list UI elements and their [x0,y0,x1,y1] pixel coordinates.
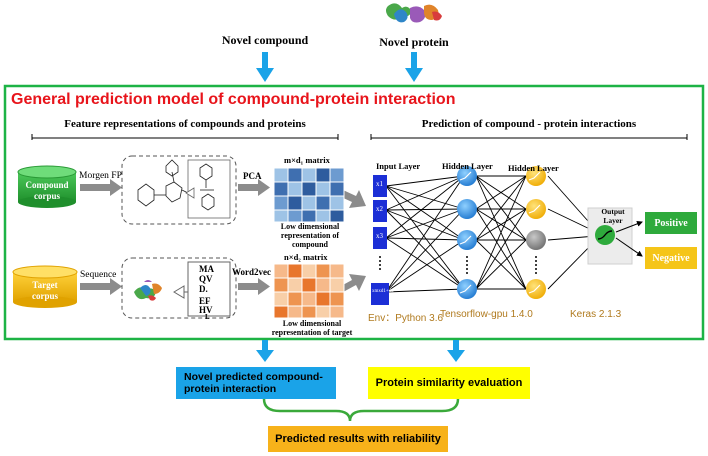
sequence-letter: MA [199,264,214,274]
novel-predicted-text: Novel predicted compound- protein intera… [184,371,323,395]
protein-structure-image [386,3,442,23]
sequence-protein-sketch [134,261,231,317]
hidden-layer-1-nodes [457,166,477,299]
protein-similarity-box [368,367,530,399]
brace [262,398,460,422]
matrix-m-label: m×d₁ matrix [284,155,330,165]
input-layer-label: Input Layer [376,161,421,171]
low-dim-target-label: Low dimensional representation of target [271,319,353,337]
positive-label: Positive [645,212,697,234]
target-corpus-cylinder [12,265,78,308]
novel-compound-label: Novel compound [221,33,309,47]
main-title: General prediction model of compound-pro… [11,91,456,108]
env-label: Env：Python 3.6 [368,313,444,324]
network-connections [385,175,597,293]
compound-matrix [273,167,345,223]
right-panel-title: Prediction of compound - protein interac… [421,118,637,130]
protein-similarity-text: Protein similarity evaluation [375,377,523,389]
compound-corpus-label: Compound corpus [25,180,69,201]
pca-label: PCA [243,171,262,181]
compound-structure-box [121,155,237,225]
predicted-results-text: Predicted results with reliability [275,433,441,445]
output-layer-label: Output Layer [601,207,625,225]
sequence-label: Sequence [80,270,117,280]
sequence-letter: L [205,313,210,321]
word2vec-label: Word2vec [232,267,271,277]
morgen-fp-label: Morgen FP [79,171,122,181]
input-node-label: x1 [376,180,383,188]
novel-predicted-box [176,367,336,399]
compound-structure-sketch [137,159,231,219]
left-panel-title: Feature representations of compounds and… [64,118,306,130]
compound-corpus-cylinder [17,165,77,208]
sequence-letter: HV [199,305,213,315]
target-corpus-label: Target corpus [31,280,58,301]
input-layer-nodes [371,175,389,305]
tensorflow-label: Tensorflow-gpu 1.4.0 [440,309,533,320]
low-dim-compound-label: Low dimensional representation of compou… [280,222,340,249]
hidden-layer-2-nodes [526,166,546,299]
hidden-layer-1-label: Hidden Layer [442,161,493,171]
input-arrows [256,52,423,82]
sequence-letter: EF [199,296,211,306]
input-node-label: x3 [376,232,383,240]
matrix-n-label: n×d₂ matrix [284,252,328,262]
input-node-label: x2 [376,205,383,213]
keras-label: Keras 2.1.3 [570,309,622,320]
predicted-results-box [268,426,448,452]
output-arrows [256,340,465,362]
target-matrix [273,263,345,319]
input-node-label: xmxd1+d2 [372,289,394,294]
sequence-letter: D. [199,284,208,294]
hidden-layer-2-label: Hidden Layer [508,163,559,173]
main-frame [3,84,705,341]
novel-protein-label: Novel protein [379,35,449,49]
negative-label: Negative [645,247,697,269]
sequence-box [121,257,237,319]
sequence-letter: QV [199,274,213,284]
